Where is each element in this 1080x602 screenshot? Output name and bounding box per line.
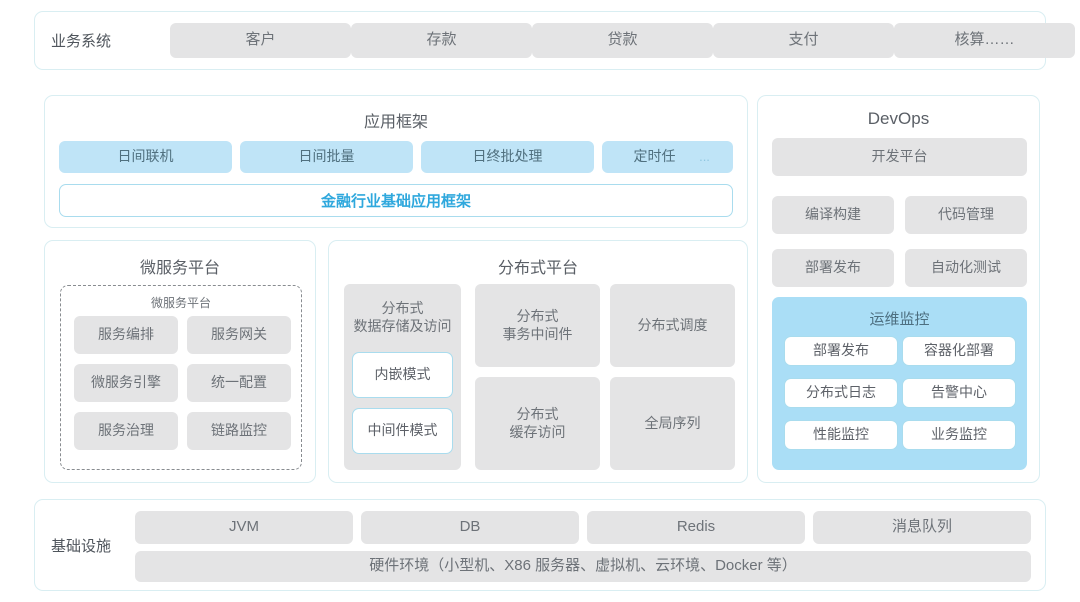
infrastructure-tile-JVM[interactable]: JVM [135,511,353,544]
devops-tile-编译构建[interactable]: 编译构建 [772,196,894,234]
distributed-mode-tile-中间件模式[interactable]: 中间件模式 [352,408,453,454]
business-systems-panel: 业务系统 客户存款贷款支付核算…… [34,11,1075,70]
business-tile-核算[interactable]: 核算…… [894,23,1075,58]
app-framework-tile-日终批处理[interactable]: 日终批处理 [421,141,594,173]
operations-monitoring-group: 运维监控 部署发布容器化部署分布式日志告警中心性能监控业务监控 [772,297,1027,470]
microservice-tile-服务网关[interactable]: 服务网关 [187,316,291,354]
ops-monitoring-tile-业务监控[interactable]: 业务监控 [902,420,1016,450]
hardware-environment-tile[interactable]: 硬件环境（小型机、X86 服务器、虚拟机、云环境、Docker 等） [135,551,1031,582]
business-tile-存款[interactable]: 存款 [351,23,532,58]
devops-panel: DevOps 开发平台编译构建代码管理部署发布自动化测试 运维监控 部署发布容器… [757,95,1040,483]
business-tile-支付[interactable]: 支付 [713,23,894,58]
microservice-tile-服务治理[interactable]: 服务治理 [74,412,178,450]
application-framework-panel: 应用框架 日间联机日间批量日终批处理定时任务... 金融行业基础应用框架 [44,95,748,228]
application-framework-title: 应用框架 [363,114,428,131]
distributed-tile-分布式调度[interactable]: 分布式调度 [610,284,735,367]
app-framework-tile-日间联机[interactable]: 日间联机 [59,141,232,173]
microservice-platform-inner-title: 微服务平台 [150,296,211,310]
ops-monitoring-tile-容器化部署[interactable]: 容器化部署 [902,336,1016,366]
microservice-platform-inner-group: 微服务平台 服务编排服务网关微服务引擎统一配置服务治理链路监控 [60,285,302,470]
business-systems-label: 业务系统 [51,33,112,50]
ops-monitoring-tile-性能监控[interactable]: 性能监控 [784,420,898,450]
infrastructure-tile-消息队列[interactable]: 消息队列 [813,511,1031,544]
devops-tile-代码管理[interactable]: 代码管理 [905,196,1027,234]
infrastructure-tile-DB[interactable]: DB [361,511,579,544]
microservice-tile-服务编排[interactable]: 服务编排 [74,316,178,354]
ops-monitoring-tile-部署发布[interactable]: 部署发布 [784,336,898,366]
infrastructure-label: 基础设施 [51,537,112,555]
ops-monitoring-tile-告警中心[interactable]: 告警中心 [902,378,1016,408]
microservice-platform-panel: 微服务平台 微服务平台 服务编排服务网关微服务引擎统一配置服务治理链路监控 [44,240,316,483]
distributed-mode-tile-内嵌模式[interactable]: 内嵌模式 [352,352,453,398]
infrastructure-tile-Redis[interactable]: Redis [587,511,805,544]
distributed-tile-分布式缓存访问[interactable]: 分布式缓存访问 [475,377,600,470]
operations-monitoring-title: 运维监控 [869,311,930,328]
devops-tile-开发平台[interactable]: 开发平台 [772,138,1027,176]
ops-monitoring-tile-分布式日志[interactable]: 分布式日志 [784,378,898,408]
distributed-platform-panel: 分布式平台 分布式数据存储及访问 内嵌模式中间件模式 分布式事务中间件分布式调度… [328,240,748,483]
app-framework-tile-日间批量[interactable]: 日间批量 [240,141,413,173]
devops-tile-自动化测试[interactable]: 自动化测试 [905,249,1027,287]
business-tile-贷款[interactable]: 贷款 [532,23,713,58]
distributed-tile-分布式事务中间件[interactable]: 分布式事务中间件 [475,284,600,367]
microservice-platform-title: 微服务平台 [139,260,220,277]
distributed-platform-title: 分布式平台 [497,260,578,277]
devops-tile-部署发布[interactable]: 部署发布 [772,249,894,287]
financial-base-framework-tile[interactable]: 金融行业基础应用框架 [59,184,733,217]
microservice-tile-微服务引擎[interactable]: 微服务引擎 [74,364,178,402]
distributed-tile-全局序列[interactable]: 全局序列 [610,377,735,470]
distributed-data-storage-tile[interactable]: 分布式数据存储及访问 内嵌模式中间件模式 [344,284,461,470]
microservice-tile-统一配置[interactable]: 统一配置 [187,364,291,402]
distributed-data-storage-label: 分布式数据存储及访问 [353,300,452,334]
business-tile-客户[interactable]: 客户 [170,23,351,58]
devops-title: DevOps [867,109,930,128]
microservice-tile-链路监控[interactable]: 链路监控 [187,412,291,450]
app-framework-tile-more[interactable]: ... [676,141,733,173]
